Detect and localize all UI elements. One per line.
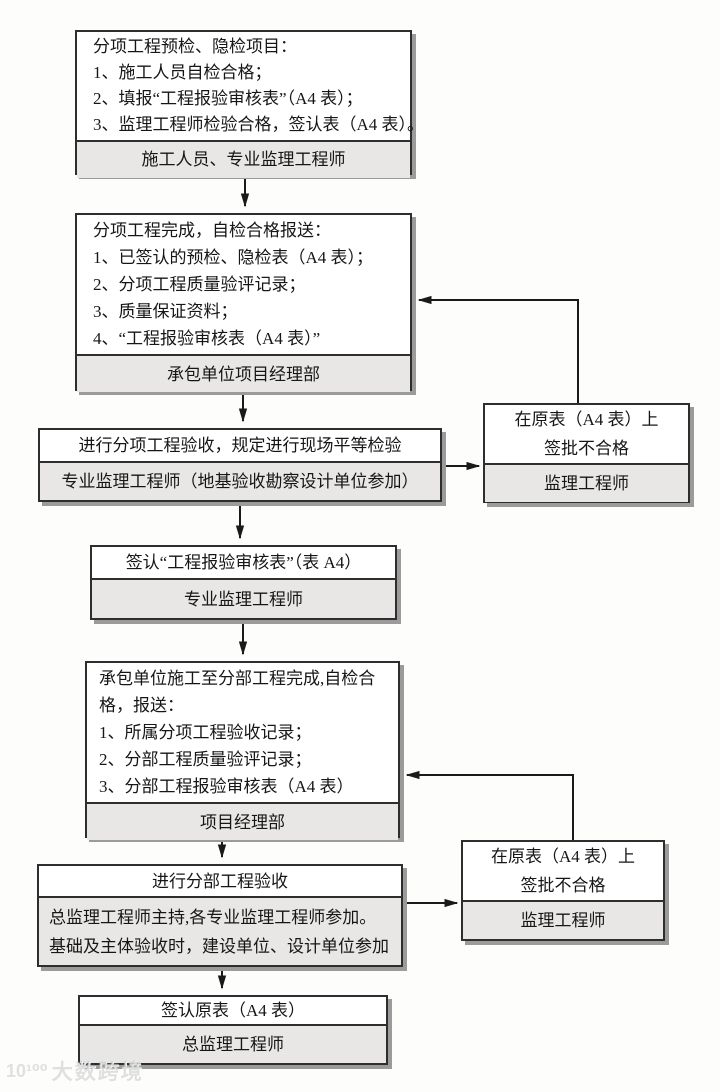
reject2-body: 在原表（A4 表）上 签批不合格	[463, 842, 663, 900]
reject1-body: 在原表（A4 表）上 签批不合格	[485, 405, 688, 463]
reject1-box: 在原表（A4 表）上 签批不合格 监理工程师	[483, 403, 690, 503]
step1-line: 2、填报“工程报验审核表”（A4 表）；	[93, 89, 363, 108]
step1-line: 1、施工人员自检合格；	[93, 63, 272, 82]
step1-line: 分项工程预检、隐检项目：	[93, 37, 297, 56]
step2-body: 分项工程完成，自检合格报送： 1、已签认的预检、隐检表（A4 表）； 2、分项工…	[77, 215, 410, 354]
watermark-text: 大数跨境	[51, 1061, 144, 1084]
step6-actor: 总监理工程师主持,各专业监理工程师参加。基础及主体验收时，建设单位、设计单位参加	[39, 896, 401, 965]
arrow-reject1-step2	[417, 295, 579, 403]
reject2-actor: 监理工程师	[463, 900, 663, 939]
step4-box: 签认“工程报验审核表”（表 A4） 专业监理工程师	[90, 545, 397, 620]
step6-box: 进行分部工程验收 总监理工程师主持,各专业监理工程师参加。基础及主体验收时，建设…	[37, 864, 403, 967]
reject1-actor: 监理工程师	[485, 463, 688, 502]
step4-actor: 专业监理工程师	[92, 578, 395, 618]
step3-actor: 专业监理工程师（地基验收勘察设计单位参加）	[40, 461, 440, 500]
step2-line: 2、分项工程质量验评记录；	[93, 275, 306, 294]
step2-line: 3、质量保证资料；	[93, 302, 238, 321]
step3-box: 进行分项工程验收，规定进行现场平等检验 专业监理工程师（地基验收勘察设计单位参加…	[38, 428, 442, 502]
step5-line: 2、分部工程质量验评记录；	[99, 750, 312, 769]
reject1-line: 签批不合格	[544, 439, 629, 458]
watermark-logo-icon: 10¹⁰⁰	[6, 1060, 48, 1081]
step6-title: 进行分部工程验收	[152, 871, 288, 891]
step1-box: 分项工程预检、隐检项目： 1、施工人员自检合格； 2、填报“工程报验审核表”（A…	[75, 30, 425, 178]
step1-line: 3、监理工程师检验合格，签认表（A4 表）。	[93, 115, 425, 134]
step3-title: 进行分项工程验收，规定进行现场平等检验	[78, 436, 402, 455]
reject2-box: 在原表（A4 表）上 签批不合格 监理工程师	[461, 840, 665, 941]
step7-actor: 总监理工程师	[80, 1024, 386, 1063]
step7-title: 签认原表（A4 表）	[160, 1001, 306, 1020]
step5-body: 承包单位施工至分部工程完成,自检合格，报送： 1、所属分项工程验收记录； 2、分…	[87, 663, 398, 802]
reject2-line: 在原表（A4 表）上	[490, 847, 636, 866]
step1-body: 分项工程预检、隐检项目： 1、施工人员自检合格； 2、填报“工程报验审核表”（A…	[77, 32, 425, 140]
step1-actor: 施工人员、专业监理工程师	[77, 140, 410, 178]
step5-line: 3、分部工程报验审核表（A4 表）	[99, 777, 354, 796]
step5-box: 承包单位施工至分部工程完成,自检合格，报送： 1、所属分项工程验收记录； 2、分…	[85, 661, 400, 840]
step5-actor: 项目经理部	[87, 802, 398, 840]
reject1-line: 在原表（A4 表）上	[514, 410, 659, 429]
watermark: 10¹⁰⁰ 大数跨境	[6, 1056, 144, 1086]
arrow-reject2-step5	[405, 770, 574, 840]
step2-line: 分项工程完成，自检合格报送：	[93, 221, 331, 240]
step2-line: 1、已签认的预检、隐检表（A4 表）；	[93, 248, 374, 267]
step5-line: 承包单位施工至分部工程完成,自检合格，报送：	[99, 669, 376, 715]
step2-actor: 承包单位项目经理部	[77, 354, 410, 392]
step4-title: 签认“工程报验审核表”（表 A4）	[125, 553, 362, 572]
step5-line: 1、所属分项工程验收记录；	[99, 723, 312, 742]
step2-box: 分项工程完成，自检合格报送： 1、已签认的预检、隐检表（A4 表）； 2、分项工…	[75, 213, 412, 392]
step2-line: 4、“工程报验审核表（A4 表）”	[93, 329, 321, 348]
step7-box: 签认原表（A4 表） 总监理工程师	[78, 995, 388, 1065]
reject2-line: 签批不合格	[520, 876, 606, 895]
